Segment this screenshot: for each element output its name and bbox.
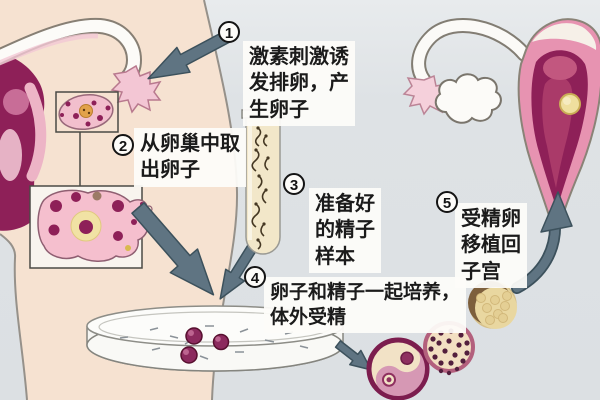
two-cell-embryo-illustration [366,337,430,400]
ovary-zoom-source-box [55,91,119,133]
implanted-embryo [559,93,581,115]
step-text-line: 子宫 [461,260,501,283]
dish-eggs [180,327,230,364]
step-text-line: 从卵巢中取 [140,133,240,155]
step-text-1: 激素刺激诱 发排卵，产 生卵子 [243,41,355,127]
step-text-line: 激素刺激诱 [249,46,349,68]
step-number-2: 2 [112,134,134,156]
step-text-line: 生卵子 [249,98,309,121]
arrow-ovary-to-dish-icon [131,202,215,296]
step-number-5: 5 [436,191,458,213]
morula-cells [428,328,470,376]
step-number-3: 3 [283,173,305,195]
step-text-line: 出卵子 [140,159,200,182]
sperm-heads [254,126,270,242]
step-text-line: 准备好 [315,193,375,215]
dish-sperm-dashes [119,325,309,360]
blastocyst-cells [476,291,512,325]
step-text-line: 的精子 [315,219,375,242]
uterus-embryo-implantation-illustration [402,18,600,242]
step-text-line: 卵子和精子一起培养， [270,282,461,303]
sperm-test-tube-illustration [241,109,285,255]
blastocyst-embryo-illustration [468,281,517,329]
step-text-4: 卵子和精子一起培养， 体外受精 [264,277,467,334]
step-number-4: 4 [244,266,266,288]
arrow-tube-to-dish-icon [219,244,257,300]
step-text-5: 受精卵 移植回 子宫 [455,203,527,289]
arrow-dish-to-embryo-icon [334,340,372,371]
left-fimbriae [110,64,162,114]
step-text-line: 受精卵 [461,208,521,230]
step-text-line: 发排卵，产 [249,72,349,95]
step-text-3: 准备好 的精子 样本 [309,188,381,274]
ovary-enlarged-illustration [29,185,153,269]
step-text-2: 从卵巢中取 出卵子 [134,128,246,187]
step-text-line: 移植回 [461,234,521,257]
step-text-line: 样本 [315,245,355,268]
step-number-1: 1 [218,21,240,43]
step-text-line: 体外受精 [270,307,347,329]
right-ovary [434,73,502,124]
ovary-small-illustration [58,94,114,130]
